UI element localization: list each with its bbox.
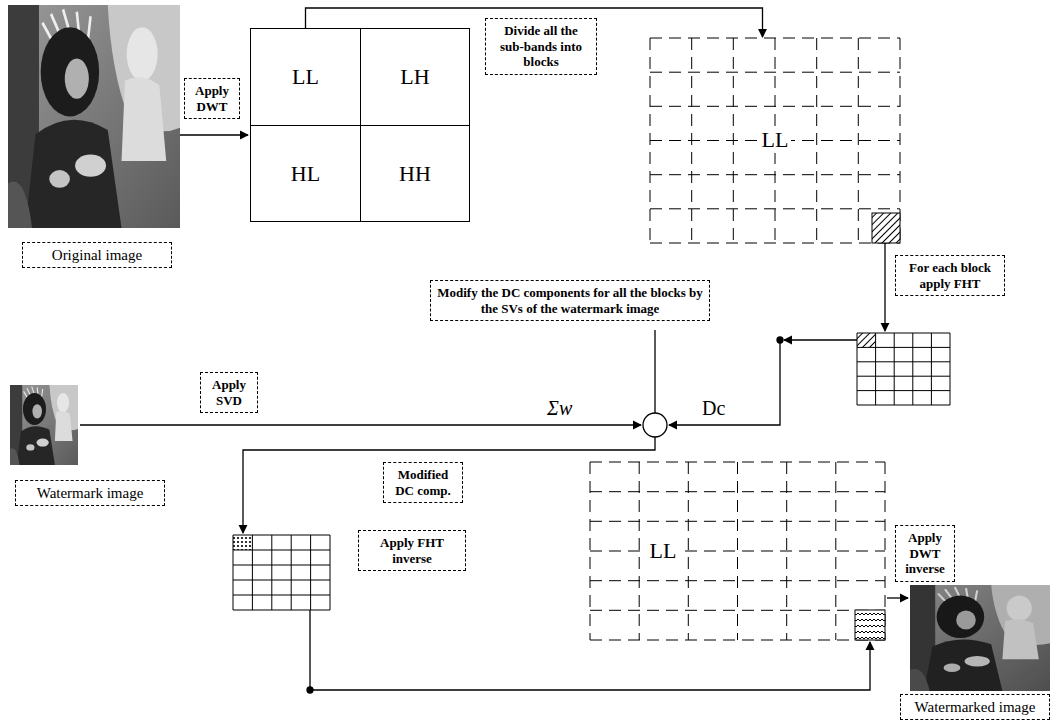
block-grid-lines xyxy=(650,38,900,243)
node-text: Original image xyxy=(29,246,165,264)
junction-dot xyxy=(307,687,313,693)
subband-cell: HL xyxy=(250,125,361,222)
node-text: LL xyxy=(292,64,319,90)
node-text: LL xyxy=(647,539,680,563)
step-note: Modify the DC components for all the blo… xyxy=(430,280,710,321)
dc-cell xyxy=(857,333,876,347)
subband-cell: LH xyxy=(360,28,470,126)
flow-arrow xyxy=(180,134,248,135)
signal-label: Dc xyxy=(700,398,727,418)
node-text: Watermark image xyxy=(22,484,158,502)
step-note: Modified DC comp. xyxy=(383,462,463,503)
node-text: Apply DWT inverse xyxy=(901,530,949,577)
block-grid: LL xyxy=(590,462,885,640)
node-text: Watermarked image xyxy=(907,698,1043,716)
node-text: Modify the DC components for all the blo… xyxy=(436,285,704,316)
modified-block xyxy=(855,610,885,640)
modified-matrix xyxy=(233,535,330,610)
node-text: Modified DC comp. xyxy=(389,467,457,498)
step-note: Apply DWT inverse xyxy=(895,525,955,582)
subband-cell: HH xyxy=(360,125,470,222)
node-text: Apply SVD xyxy=(206,377,252,408)
flow-arrow xyxy=(887,597,908,598)
node-text: LH xyxy=(400,64,429,90)
node-text: HH xyxy=(399,161,431,187)
flow-arrow xyxy=(243,437,655,533)
step-note: For each block apply FHT xyxy=(895,255,1005,296)
step-note: Apply DWT xyxy=(184,78,240,119)
step-note: Divide all the sub-bands into blocks xyxy=(485,18,597,75)
node-text: LL xyxy=(759,128,792,152)
image-caption: Watermarked image xyxy=(900,694,1050,720)
image-caption: Watermark image xyxy=(15,480,165,506)
watermarked-photo xyxy=(910,585,1050,691)
step-note: Apply FHT inverse xyxy=(358,530,466,571)
node-text: Apply FHT inverse xyxy=(364,535,460,566)
node-text: HL xyxy=(291,161,320,187)
image-caption: Original image xyxy=(22,242,172,268)
fht-matrix xyxy=(857,333,950,405)
block-grid: LL xyxy=(650,38,900,243)
flow-arrow xyxy=(884,243,885,331)
flow-arrow xyxy=(80,424,641,425)
hatched-block xyxy=(872,213,900,243)
modified-dc-cell xyxy=(233,535,252,550)
node-text: Apply DWT xyxy=(190,83,234,114)
step-note: Apply SVD xyxy=(200,372,258,413)
node-text: For each block apply FHT xyxy=(901,260,999,291)
flow-arrow xyxy=(669,340,780,425)
flow-arrow xyxy=(784,339,857,340)
node-text: Divide all the sub-bands into blocks xyxy=(491,23,591,70)
subband-cell: LL xyxy=(250,28,361,126)
block-grid-lines xyxy=(590,462,885,640)
watermark-photo xyxy=(10,385,78,465)
original-photo xyxy=(8,5,180,228)
signal-label: Σw xyxy=(545,398,574,418)
watermark-tint xyxy=(910,585,1050,691)
combine-circle xyxy=(643,413,667,437)
leader-line xyxy=(654,330,655,413)
